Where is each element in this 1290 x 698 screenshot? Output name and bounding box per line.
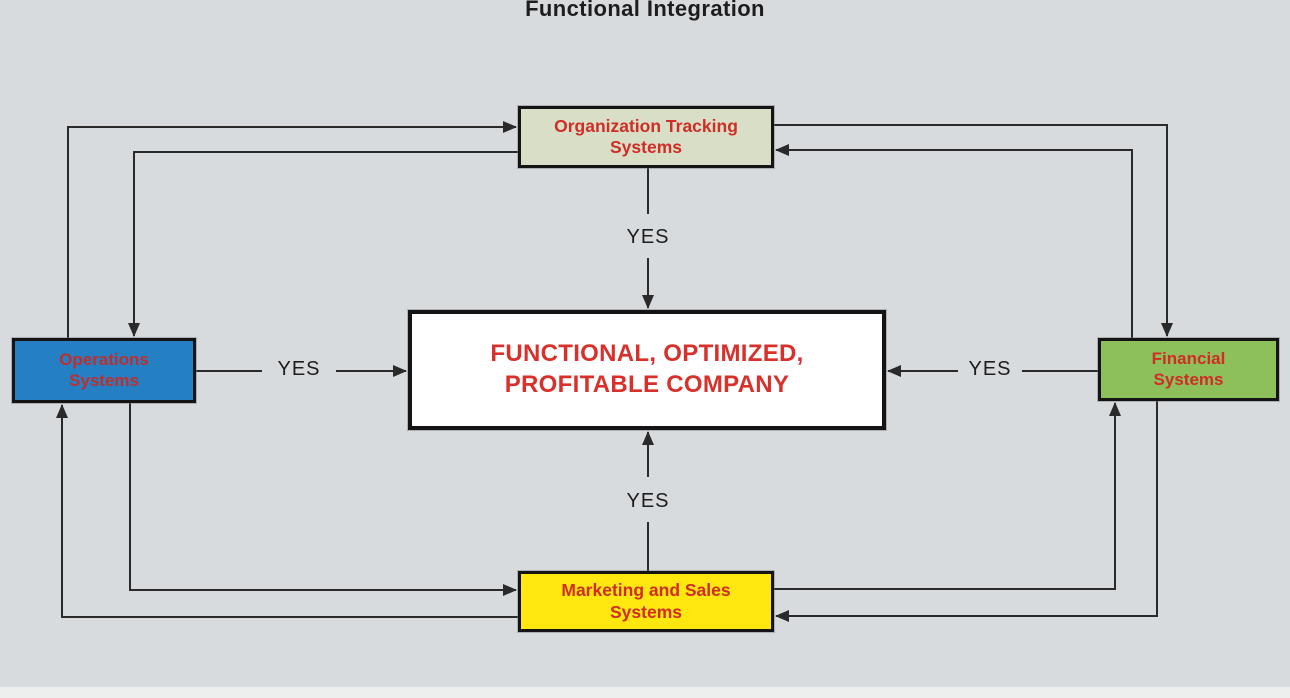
node-label-line: FUNCTIONAL, OPTIMIZED, [490,340,804,368]
connector-operations-to-organization [67,121,517,338]
node-operations-systems: Operations Systems [12,338,196,403]
diagram-title: Functional Integration [525,0,765,21]
node-label-line: PROFITABLE COMPANY [504,371,790,398]
node-financial-systems: Financial Systems [1098,338,1279,401]
node-label-line: Marketing and Sales [561,580,731,601]
node-label-line: Systems [610,137,682,157]
connector-organization-to-operations [128,151,518,337]
node-label-line: Systems [69,370,139,390]
edge-label-yes-bottom: YES [626,490,670,512]
edge-label-yes-top: YES [626,226,670,248]
connector-marketing-to-operations [56,404,518,618]
node-label-line: Organization Tracking [554,115,738,136]
node-functional-optimized-profitable-company: FUNCTIONAL, OPTIMIZED, PROFITABLE COMPAN… [408,310,886,430]
scan-paper-edge [0,687,1290,698]
connector-operations-to-marketing [129,403,517,596]
node-label-line: Operations [59,349,149,369]
node-marketing-and-sales-systems: Marketing and Sales Systems [518,571,774,632]
node-organization-tracking-systems: Organization Tracking Systems [518,106,774,168]
connector-financial-to-organization [775,144,1133,338]
node-label-line: Systems [1153,369,1224,389]
edge-label-yes-left: YES [277,358,321,380]
node-label-line: Financial [1151,348,1226,368]
node-label-line: Systems [610,601,682,622]
edge-label-yes-right: YES [968,358,1012,380]
connector-marketing-to-financial [774,402,1121,590]
connector-financial-to-marketing [775,401,1158,622]
connector-organization-to-financial [774,124,1173,337]
